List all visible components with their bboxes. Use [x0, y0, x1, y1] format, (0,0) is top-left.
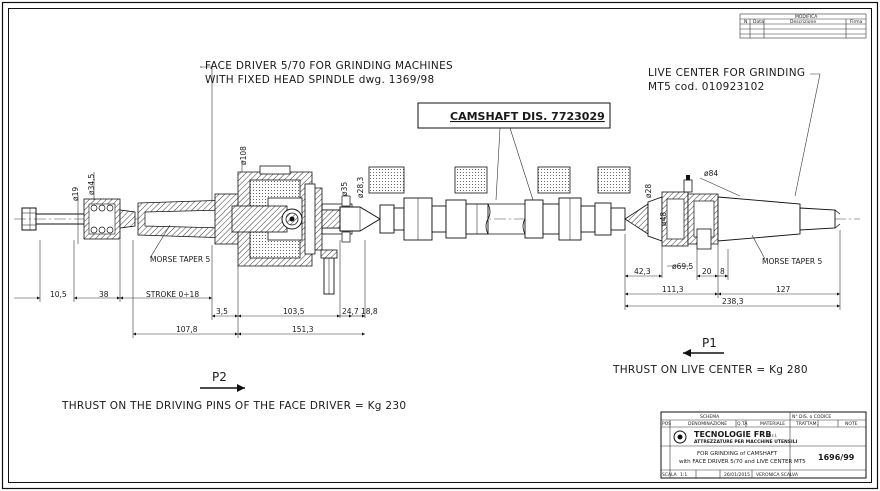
live-center-label-1: LIVE CENTER FOR GRINDING: [648, 67, 805, 79]
dim-38: 38: [99, 290, 109, 299]
morse-taper-left: MORSE TAPER 5: [150, 255, 210, 264]
dim-d84: ø84: [704, 169, 718, 178]
rev-col-data: Data: [753, 19, 764, 25]
dim-24-7: 24,7: [342, 307, 359, 316]
tb-scala: 1:1: [680, 472, 687, 478]
thrust-live-center: THRUST ON LIVE CENTER = Kg 280: [612, 364, 808, 376]
dim-d19: ø19: [71, 187, 80, 201]
thrust-driving-pins: THRUST ON THE DRIVING PINS OF THE FACE D…: [61, 400, 406, 412]
rev-col-firma: Firma: [850, 19, 863, 25]
tb-denominazione: DENOMINAZIONE: [688, 421, 727, 427]
tb-company-suffix: s.r.l.: [768, 433, 777, 439]
dim-3-5: 3,5: [216, 307, 228, 316]
dim-d48: ø48: [659, 212, 668, 226]
tb-desc-1: FOR GRINDING of CAMSHAFT: [697, 451, 778, 457]
dim-42-3: 42,3: [634, 267, 651, 276]
tb-pos: POS: [662, 421, 671, 427]
face-driver-leader: [200, 66, 213, 200]
dim-18-8: 18,8: [361, 307, 378, 316]
tb-drawing-no: 1696/99: [818, 453, 855, 462]
tb-note: NOTE: [845, 421, 858, 427]
tb-ref: N° DIS. o CODICE: [792, 414, 831, 420]
tb-company: TECNOLOGIE FRB: [694, 430, 771, 439]
rev-title: MODIFICA: [795, 14, 818, 20]
dim-d108: ø108: [239, 146, 248, 165]
dim-d28-3: ø28,3: [356, 176, 365, 198]
camshaft-leader-1: [495, 127, 501, 201]
spindle-tail: [21, 198, 136, 240]
camshaft-leader-2: [509, 127, 534, 201]
dim-d69-5: ø69,5: [672, 262, 694, 271]
tb-schema: SCHEMA: [700, 414, 720, 420]
dim-103-5: 103,5: [283, 307, 305, 316]
dim-238-3: 238,3: [722, 297, 744, 306]
rev-col-n: N: [744, 19, 747, 25]
camshaft-label-box: [417, 102, 611, 129]
dim-stroke: STROKE 0÷18: [146, 290, 199, 299]
p2-label: P2: [212, 370, 227, 384]
dim-d35: ø35: [340, 182, 349, 196]
live-center-leader: [794, 73, 821, 197]
dim-111-3: 111,3: [662, 285, 684, 294]
tb-data: 26/01/2015: [724, 472, 750, 478]
tb-desc-2: with FACE DRIVER 5/70 and LIVE CENTER MT…: [679, 459, 806, 465]
morse-taper-right: MORSE TAPER 5: [762, 257, 822, 266]
tb-autore: VERONICA SCALVA: [756, 472, 799, 478]
morse-right-leader: [751, 234, 766, 260]
rev-col-descr: Descrizione: [790, 19, 816, 25]
dim-d34-5: ø34,5: [87, 173, 96, 195]
face-driver-label-2: WITH FIXED HEAD SPINDLE dwg. 1369/98: [205, 74, 435, 86]
live-center: [624, 175, 841, 250]
dim-127: 127: [776, 285, 791, 294]
dim-10-5: 10,5: [50, 290, 67, 299]
p1-label: P1: [702, 336, 717, 350]
revision-table: MODIFICA N Data Descrizione Firma: [739, 13, 867, 39]
camshaft-label: CAMSHAFT DIS. 7723029: [450, 110, 605, 123]
dim-107-8: 107,8: [176, 325, 198, 334]
dim-151-3: 151,3: [292, 325, 314, 334]
face-driver-body: [137, 165, 381, 295]
dim-8: 8: [720, 267, 725, 276]
live-center-label-2: MT5 cod. 010923102: [648, 81, 765, 93]
title-block: SCHEMA POS DENOMINAZIONE Q.TA MATERIALE …: [660, 411, 867, 479]
camshaft: [368, 166, 631, 241]
morse-left-leader: [149, 224, 171, 259]
tb-qta: Q.TA: [737, 421, 748, 427]
tb-trattam: TRATTAM.: [795, 421, 818, 427]
tb-scala-label: SCALA: [662, 472, 678, 478]
inner-frame: [8, 8, 872, 483]
tb-materiale: MATERIALE: [760, 421, 785, 427]
face-driver-label-1: FACE DRIVER 5/70 FOR GRINDING MACHINES: [205, 60, 453, 72]
dim-20: 20: [702, 267, 712, 276]
dim-d28: ø28: [644, 184, 653, 198]
tb-company-sub: ATTREZZATURE PER MACCHINE UTENSILI: [694, 439, 798, 445]
